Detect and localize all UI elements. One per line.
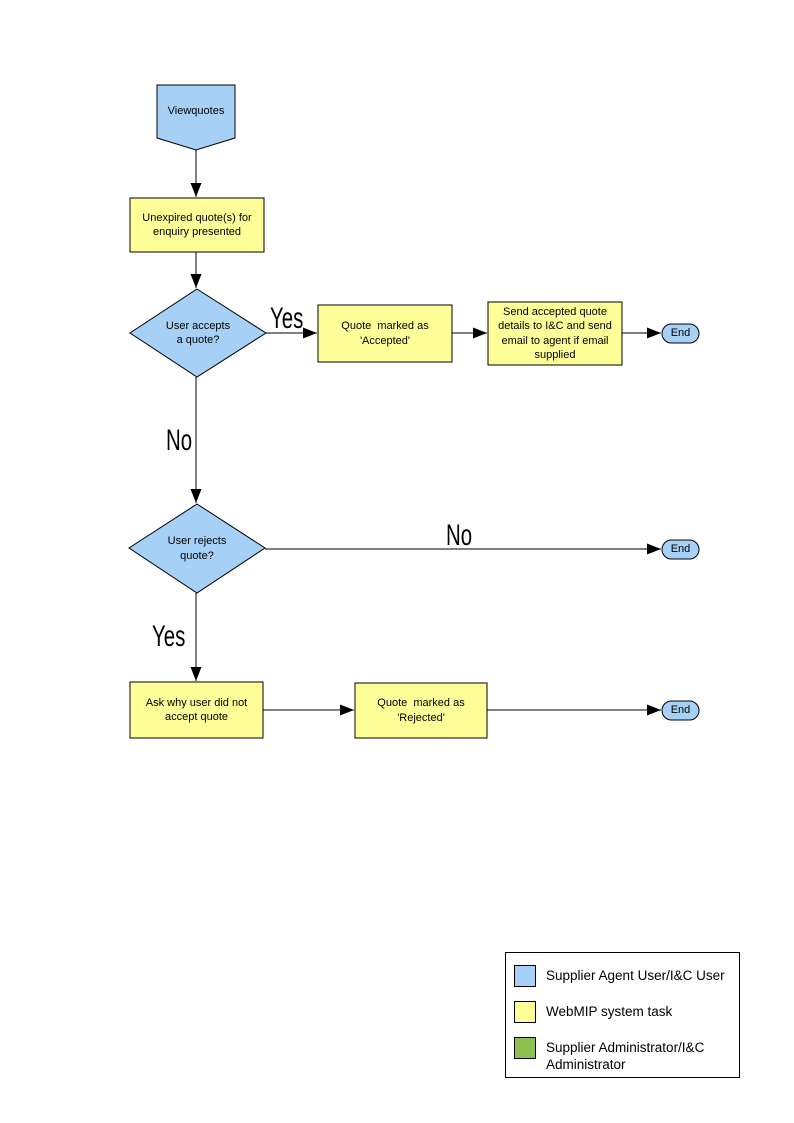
- legend-item-supplier-agent: Supplier Agent User/I&C User: [514, 965, 734, 987]
- end1-label: End: [670, 327, 691, 340]
- legend-label-webmip-task: WebMIP system task: [546, 1004, 673, 1019]
- legend: Supplier Agent User/I&C User WebMIP syst…: [505, 952, 740, 1078]
- admin-task-swatch-icon: [514, 1037, 536, 1059]
- edge-label-no-rejects: No: [446, 519, 473, 552]
- unexpired-shape: [129, 197, 265, 253]
- edge-label-yes-accepts: Yes: [270, 302, 304, 335]
- rejects-decision-label: User rejects quote?: [167, 535, 227, 562]
- legend-item-webmip-task: WebMIP system task: [514, 1001, 734, 1023]
- send-details-label: Send accepted quote details to I&C and s…: [498, 305, 612, 361]
- ask-why-label: Ask why user did not accept quote: [145, 696, 248, 723]
- accepts-decision-shape: [129, 288, 267, 378]
- end2-shape: [661, 539, 700, 560]
- ask-why-shape: [129, 681, 264, 739]
- user-task-swatch-icon: [514, 965, 536, 987]
- end3-shape: [661, 700, 700, 721]
- legend-label-supplier-agent: Supplier Agent User/I&C User: [546, 968, 725, 983]
- accepted-label: Quote marked as 'Accepted': [341, 320, 429, 347]
- legend-item-supplier-admin: Supplier Administrator/I&C Administrator: [514, 1037, 734, 1074]
- rejected-label: Quote marked as 'Rejected': [377, 697, 465, 724]
- accepts-decision-label: User accepts a quote?: [165, 319, 231, 346]
- unexpired-label: Unexpired quote(s) for enquiry presented: [142, 211, 252, 238]
- end3-label: End: [670, 704, 691, 717]
- viewquotes-label: Viewquotes: [167, 105, 225, 118]
- end1-shape: [661, 323, 700, 344]
- edge-label-yes-rejects: Yes: [152, 620, 186, 653]
- legend-label-supplier-admin: Supplier Administrator/I&C Administrator: [546, 1040, 705, 1072]
- viewquotes-shape: [156, 84, 236, 151]
- send-details-shape: [487, 301, 623, 366]
- system-task-swatch-icon: [514, 1001, 536, 1023]
- accepted-shape: [317, 304, 453, 363]
- rejects-decision-shape: [128, 503, 266, 594]
- rejected-shape: [354, 682, 488, 739]
- edge-label-no-accepts: No: [166, 424, 193, 457]
- end2-label: End: [670, 543, 691, 556]
